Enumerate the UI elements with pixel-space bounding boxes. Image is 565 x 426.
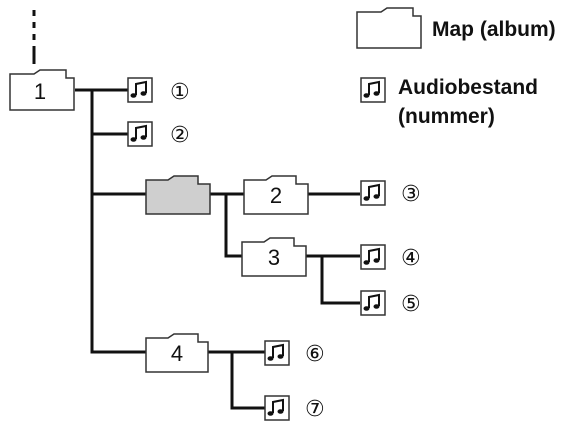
audio-file-4 [360, 244, 386, 270]
folder-3 [241, 237, 307, 277]
folder-3-label: 3 [268, 245, 280, 270]
audio-file-5 [360, 290, 386, 316]
track-number-7: ⑦ [305, 397, 325, 422]
folder-icon [145, 333, 209, 373]
folder-4-label: 4 [171, 341, 183, 366]
track-number-5: ⑤ [401, 292, 421, 317]
audio-file-3 [360, 180, 386, 206]
tree-connectors [75, 88, 360, 410]
track-number-2: ② [170, 123, 190, 148]
folder-icon [9, 69, 75, 111]
folder-subfolder [145, 175, 211, 215]
music-note-icon [264, 395, 290, 421]
track-number-3: ③ [401, 182, 421, 207]
music-note-icon [360, 244, 386, 270]
music-note-icon [127, 121, 153, 147]
folder-1 [9, 69, 75, 111]
legend-audio-label-line1: Audiobestand [398, 76, 538, 99]
music-note-icon [360, 290, 386, 316]
audio-file-7 [264, 395, 290, 421]
folder-2 [243, 175, 309, 215]
music-note-icon [127, 77, 153, 103]
music-note-icon [264, 340, 290, 366]
legend-audio-file [360, 77, 386, 103]
folder-1-label: 1 [34, 79, 46, 104]
legend-folder-label: Map (album) [432, 18, 556, 41]
legend-audio-label-line2: (nummer) [398, 105, 495, 128]
audio-file-6 [264, 340, 290, 366]
audio-file-1 [127, 77, 153, 103]
folder-2-label: 2 [270, 183, 282, 208]
audio-file-2 [127, 121, 153, 147]
folder-4 [145, 333, 209, 373]
legend-folder [356, 7, 422, 49]
folder-icon [356, 7, 422, 49]
track-number-6: ⑥ [305, 342, 325, 367]
folder-icon [243, 175, 309, 215]
folder-icon [145, 175, 211, 215]
music-note-icon [360, 180, 386, 206]
track-number-1: ① [170, 80, 190, 105]
music-note-icon [360, 77, 386, 103]
folder-icon [241, 237, 307, 277]
track-number-4: ④ [401, 246, 421, 271]
